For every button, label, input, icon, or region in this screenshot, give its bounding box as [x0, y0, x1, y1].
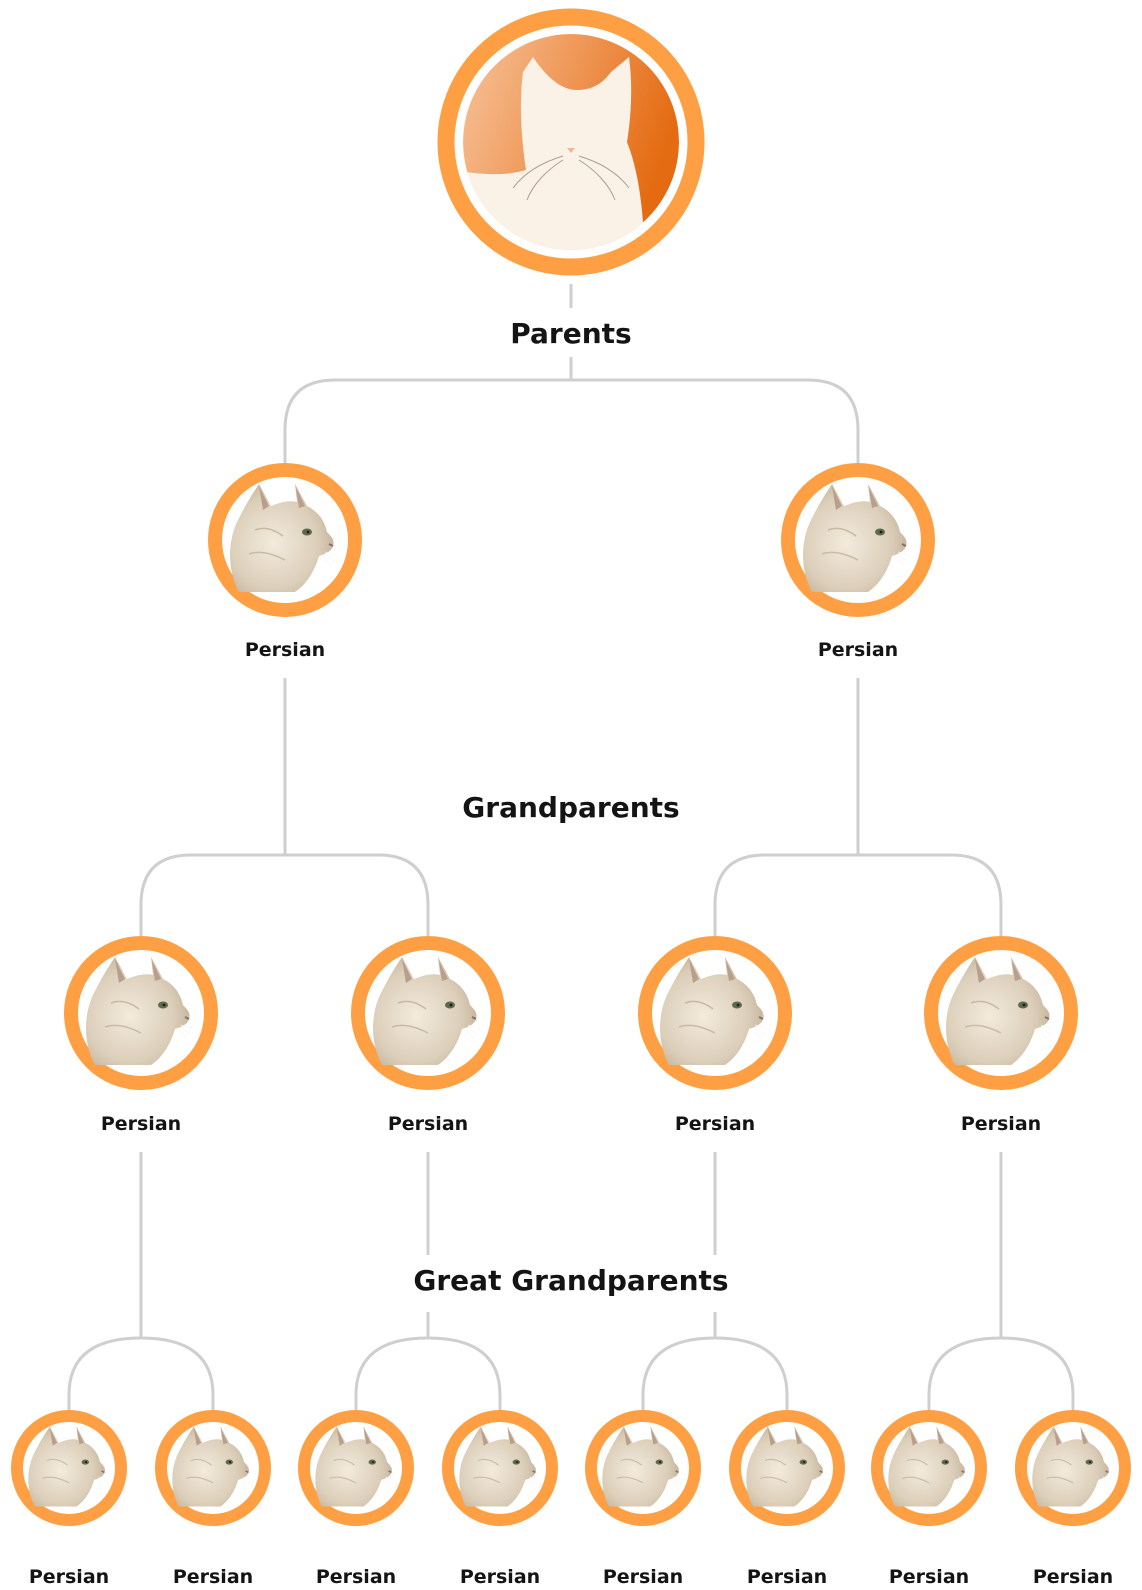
breed-label: Persian	[889, 1566, 969, 1588]
breed-label: Persian	[245, 639, 325, 661]
breed-label: Persian	[961, 1113, 1041, 1135]
connector-lines	[67, 284, 1075, 1412]
cat-silhouette-icon	[463, 34, 679, 250]
breed-label: Persian	[388, 1113, 468, 1135]
grandparent-node-3[interactable]: Persian	[638, 936, 792, 1135]
breed-label: Persian	[603, 1566, 683, 1588]
generation-label-parents: Parents	[510, 317, 631, 350]
great-grandparent-node-2[interactable]: Persian	[155, 1410, 271, 1588]
grandparent-node-4[interactable]: Persian	[924, 936, 1078, 1135]
breed-label: Persian	[747, 1566, 827, 1588]
breed-label: Persian	[818, 639, 898, 661]
generation-label-great-grandparents: Great Grandparents	[413, 1264, 728, 1297]
grandparents-bracket-left	[139, 853, 430, 940]
breed-label: Persian	[1033, 1566, 1113, 1588]
great-grandparent-node-4[interactable]: Persian	[442, 1410, 558, 1588]
great-grandparent-node-5[interactable]: Persian	[585, 1410, 701, 1588]
breed-label: Persian	[316, 1566, 396, 1588]
great-grandparents-bracket-1	[67, 1336, 215, 1412]
great-grandparent-node-1[interactable]: Persian	[11, 1410, 127, 1588]
breed-label: Persian	[29, 1566, 109, 1588]
grandparent-node-1[interactable]: Persian	[64, 936, 218, 1135]
great-grandparent-node-8[interactable]: Persian	[1015, 1410, 1131, 1588]
great-grandparents-bracket-4	[927, 1336, 1075, 1412]
breed-label: Persian	[460, 1566, 540, 1588]
breed-label: Persian	[173, 1566, 253, 1588]
great-grandparents-bracket-3	[641, 1336, 789, 1412]
great-grandparent-node-6[interactable]: Persian	[729, 1410, 845, 1588]
breed-label: Persian	[101, 1113, 181, 1135]
generation-label-grandparents: Grandparents	[462, 791, 679, 824]
great-grandparent-node-7[interactable]: Persian	[871, 1410, 987, 1588]
root-cat-node[interactable]	[437, 8, 705, 276]
grandparents-bracket-right	[713, 853, 1003, 940]
great-grandparents-bracket-2	[354, 1336, 502, 1412]
parents-bracket	[283, 378, 860, 465]
breed-label: Persian	[675, 1113, 755, 1135]
great-grandparent-node-3[interactable]: Persian	[298, 1410, 414, 1588]
parent-node-1[interactable]: Persian	[208, 463, 362, 661]
grandparent-node-2[interactable]: Persian	[351, 936, 505, 1135]
parent-node-2[interactable]: Persian	[781, 463, 935, 661]
